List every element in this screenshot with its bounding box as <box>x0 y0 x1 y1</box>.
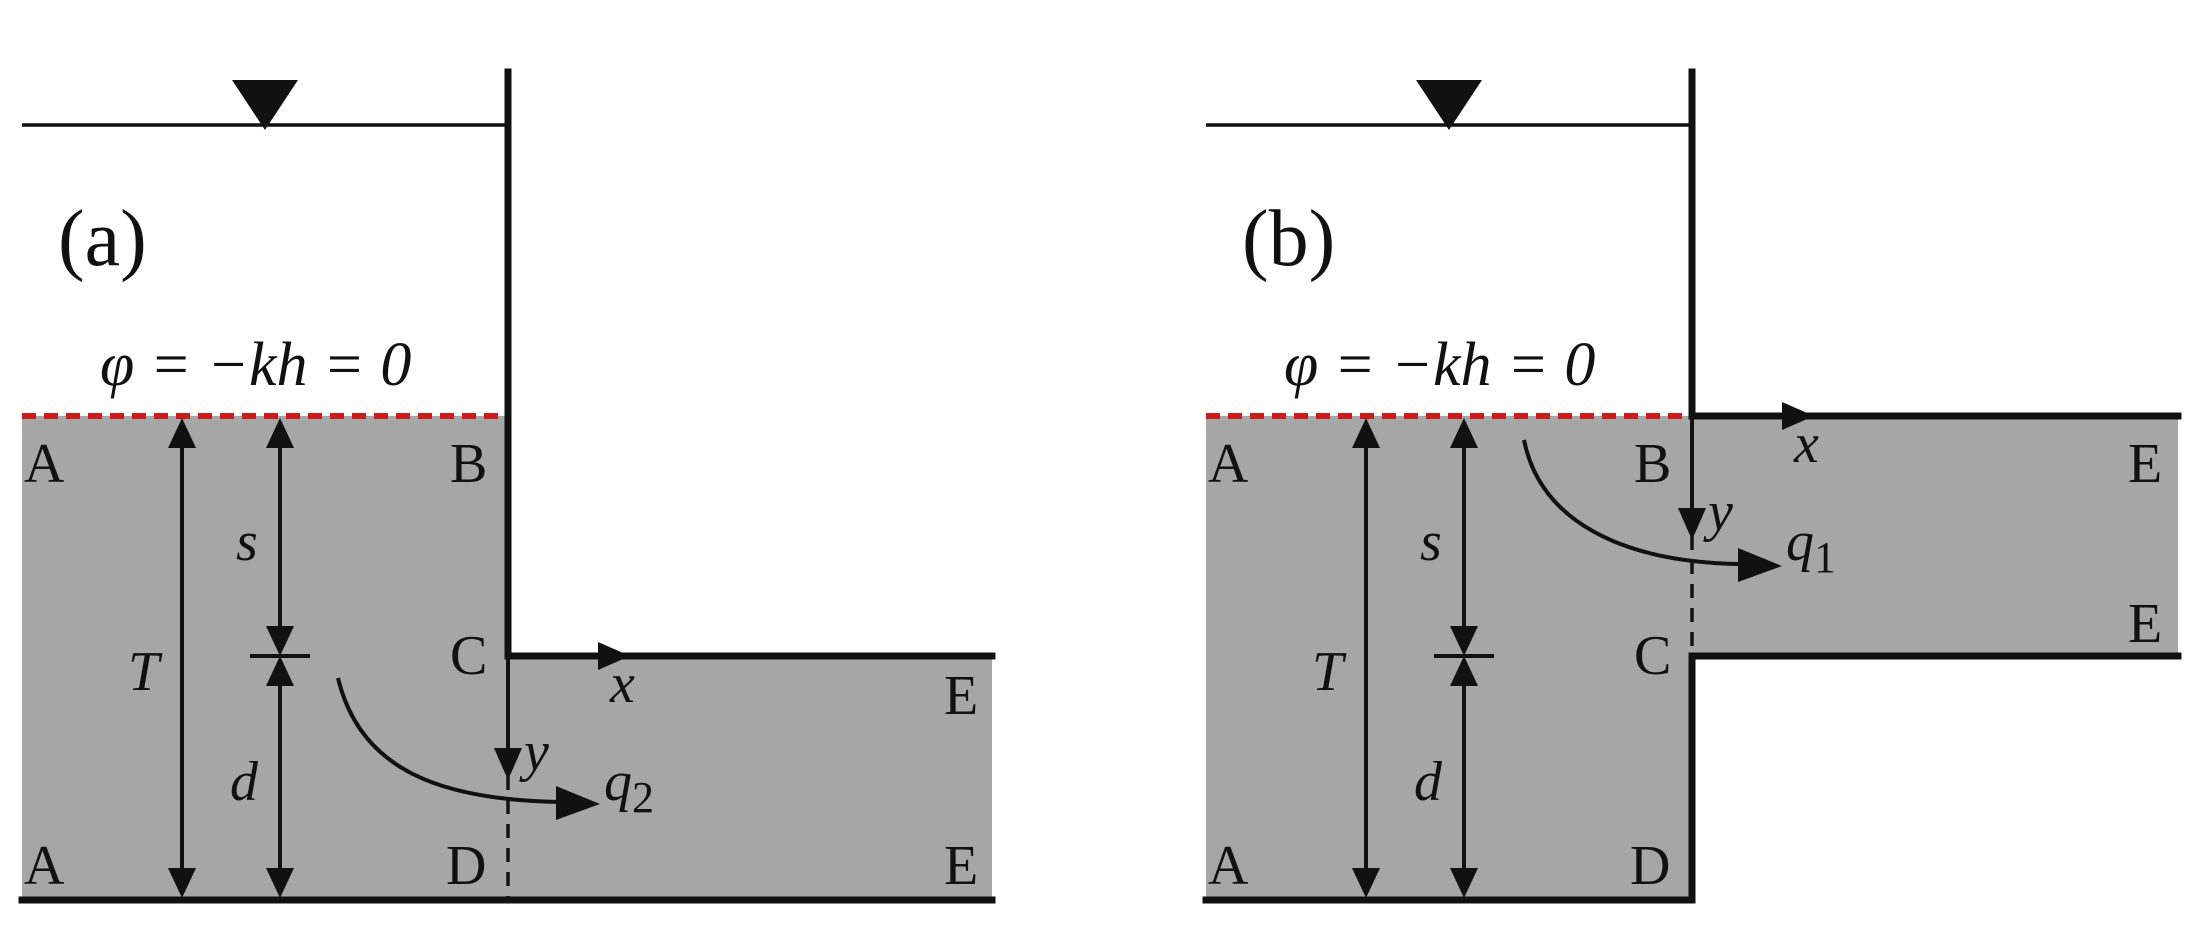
dimension-d-arrow-top <box>1450 656 1478 686</box>
dimension-label-d: d <box>230 751 259 813</box>
point-label-E-lower: E <box>944 835 978 897</box>
flow-path-q2 <box>336 677 561 804</box>
dimension-label-T: T <box>128 641 163 703</box>
dimension-T-arrow-top <box>1352 418 1380 448</box>
y-axis-arrowhead <box>1678 508 1706 540</box>
flow-label-q2: q2 <box>604 751 654 822</box>
dimension-T-arrow-top <box>168 418 196 448</box>
panel-b: (b) φ = −kh = 0 A A B C D E E s T d x y … <box>1202 68 2182 904</box>
axis-label-y: y <box>1703 481 1733 543</box>
axis-label-x: x <box>609 653 635 715</box>
point-label-E-lower: E <box>2128 593 2162 655</box>
point-label-C: C <box>1634 625 1671 687</box>
dimension-label-s: s <box>1420 511 1442 573</box>
flow-path-q1 <box>1522 439 1741 566</box>
flow-arrowhead-q1 <box>1738 548 1782 582</box>
x-axis-arrowhead <box>1782 402 1814 430</box>
y-axis-arrowhead <box>494 748 522 780</box>
flow-subscript: 2 <box>632 773 654 822</box>
axis-label-x: x <box>1793 413 1819 475</box>
flow-subscript: 1 <box>1814 533 1836 582</box>
flow-label-q1: q1 <box>1786 511 1836 582</box>
flow-arrowhead-q2 <box>556 786 600 820</box>
point-label-C: C <box>450 625 487 687</box>
point-label-D: D <box>446 835 486 897</box>
dimension-T-arrow-bottom <box>1352 868 1380 898</box>
point-label-E-upper: E <box>944 665 978 727</box>
point-label-A-top: A <box>1208 433 1249 495</box>
boundary-formula: φ = −kh = 0 <box>1284 331 1595 399</box>
water-level-triangle-icon <box>232 80 298 130</box>
axis-label-y: y <box>519 721 549 783</box>
boundary-formula: φ = −kh = 0 <box>100 331 411 399</box>
point-label-A-top: A <box>24 433 65 495</box>
x-axis-arrowhead <box>598 642 630 670</box>
dimension-d-arrow-top <box>266 656 294 686</box>
flow-symbol: q <box>1786 511 1814 573</box>
dimension-s-arrow-top <box>1450 418 1478 448</box>
point-label-B: B <box>1634 433 1671 495</box>
dimension-d-arrow-bottom <box>266 868 294 898</box>
panel-label: (b) <box>1242 195 1335 283</box>
point-label-A-bottom: A <box>1208 835 1249 897</box>
panel-label: (a) <box>58 195 147 283</box>
dimension-d-arrow-bottom <box>1450 868 1478 898</box>
point-label-E-upper: E <box>2128 433 2162 495</box>
dimension-label-d: d <box>1414 751 1443 813</box>
dimension-label-s: s <box>236 511 258 573</box>
soil-region-right <box>508 656 992 900</box>
dimension-s-arrow-bottom <box>266 626 294 656</box>
point-label-A-bottom: A <box>24 835 65 897</box>
dimension-label-T: T <box>1312 641 1347 703</box>
panel-a: (a) φ = −kh = 0 A A B C D E E s T d x y … <box>18 68 996 904</box>
dimension-s-arrow-bottom <box>1450 626 1478 656</box>
water-level-triangle-icon <box>1416 80 1482 130</box>
point-label-B: B <box>450 433 487 495</box>
dimension-s-arrow-top <box>266 418 294 448</box>
flow-symbol: q <box>604 751 632 813</box>
dimension-T-arrow-bottom <box>168 868 196 898</box>
point-label-D: D <box>1630 835 1670 897</box>
